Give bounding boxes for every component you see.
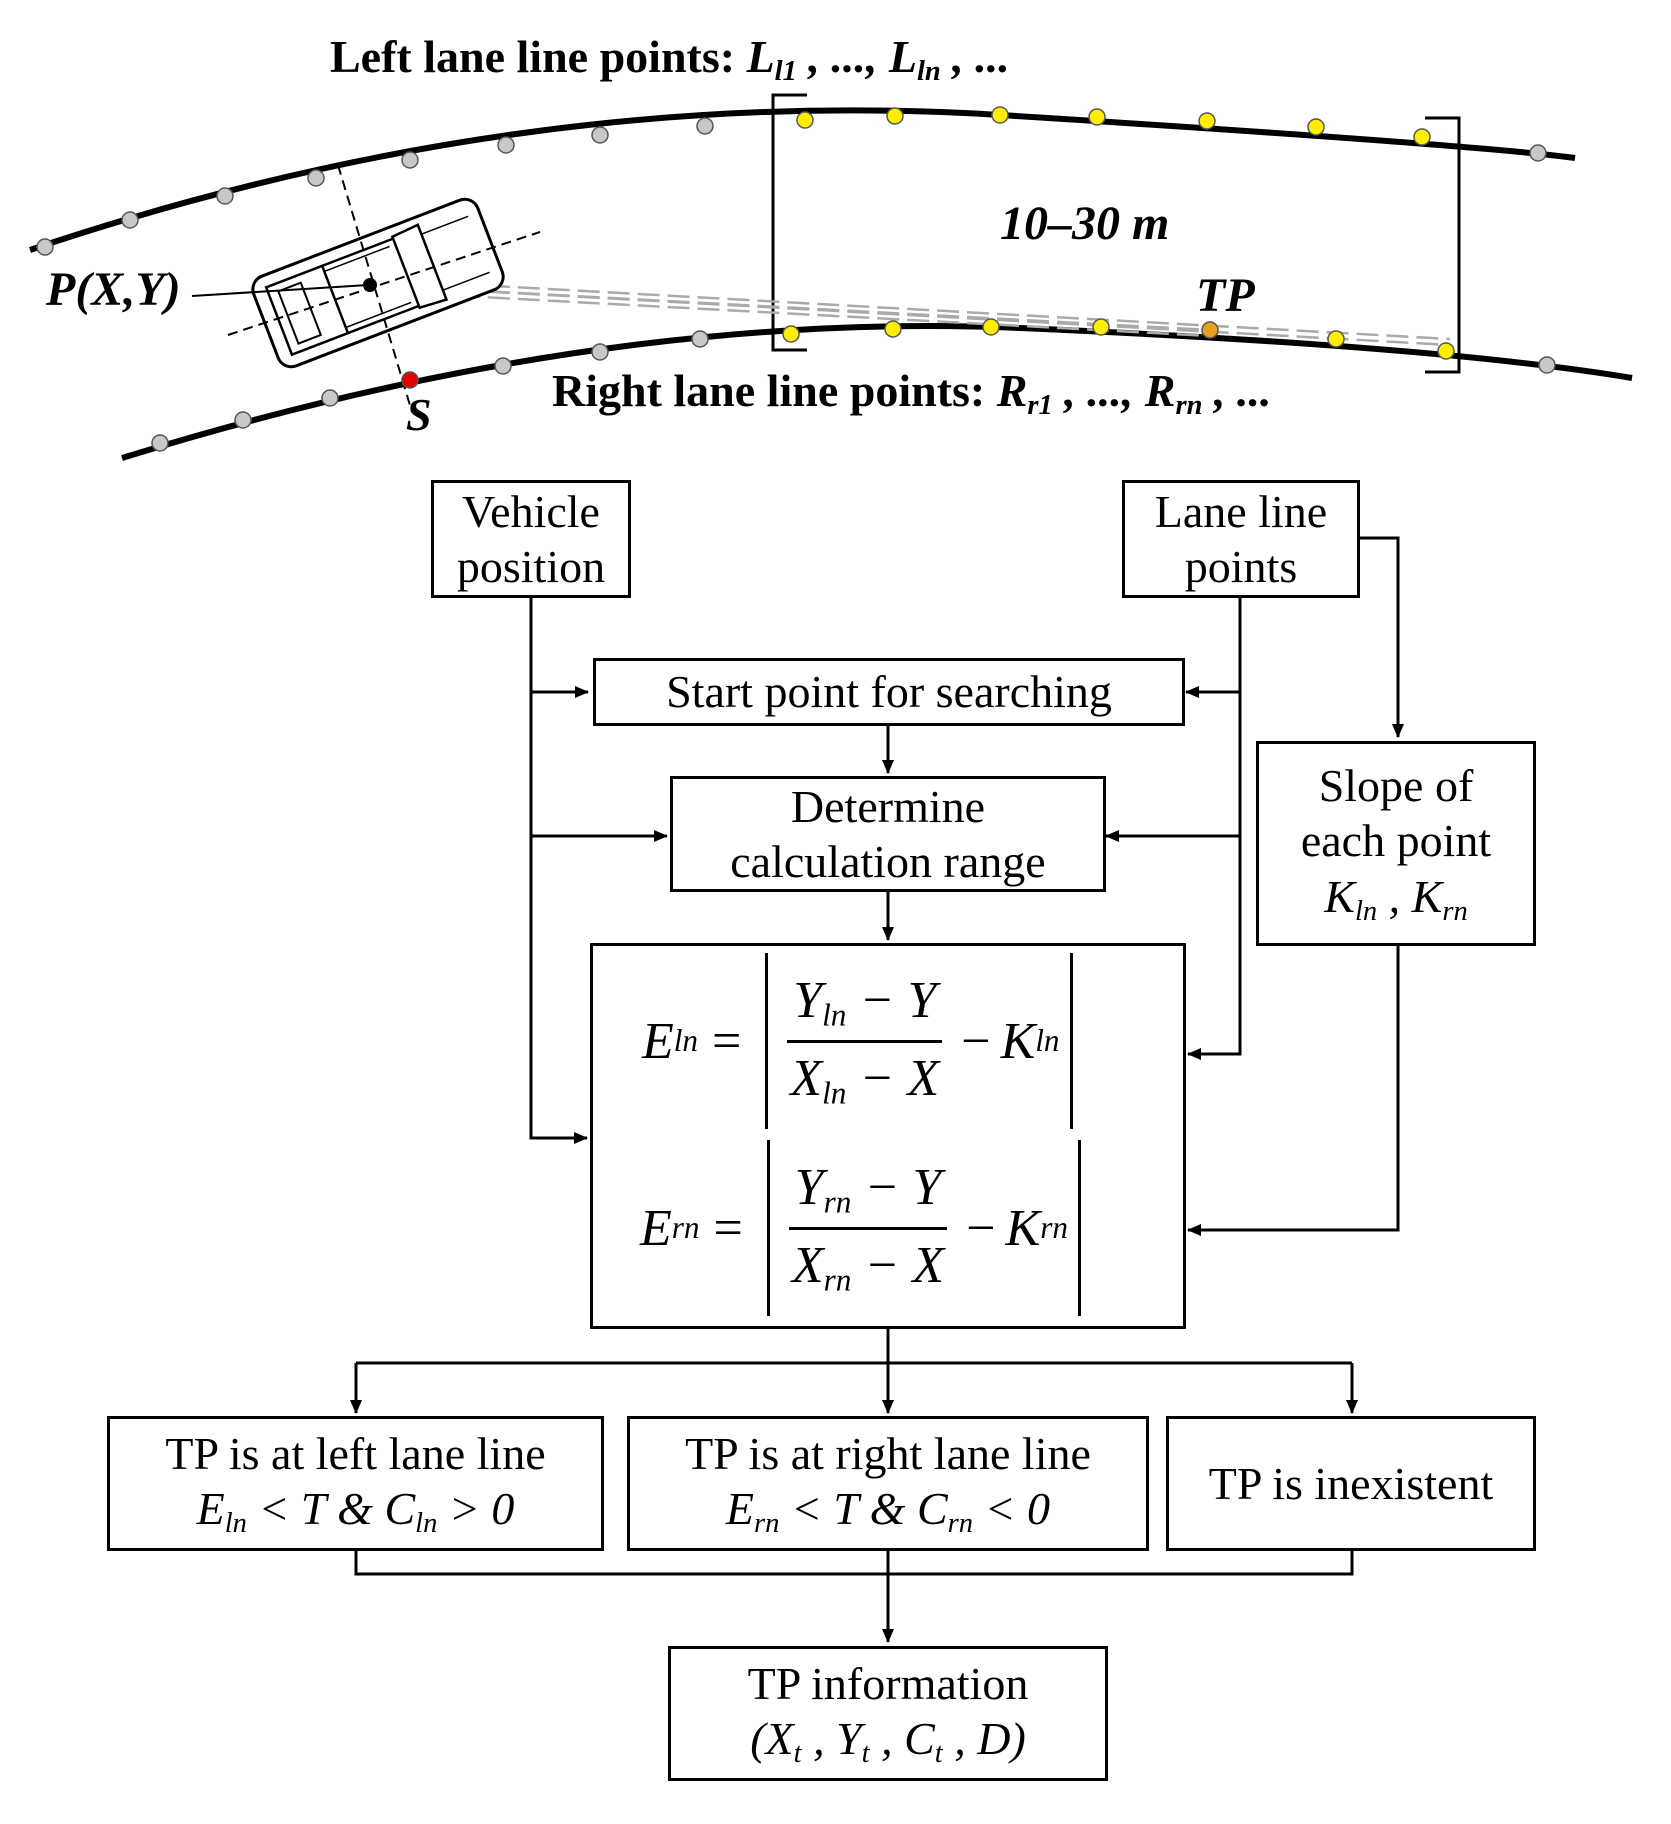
sight-lines <box>367 277 1451 347</box>
vehicle-position-label: P(X,Y) <box>46 263 181 316</box>
left-lane-point <box>121 211 139 229</box>
right-lane-point <box>884 320 902 338</box>
left-lane-point <box>216 187 234 205</box>
right-lane-point <box>1437 342 1455 360</box>
right-lane-point <box>151 434 169 452</box>
left-lane-point <box>497 136 515 154</box>
left-lane-point <box>696 117 714 135</box>
range-label: 10–30 m <box>1000 197 1170 250</box>
left-lane-label: Left lane line points: Ll1 , ..., Lln , … <box>330 31 1010 87</box>
tp-left-box: TP is at left lane line Eln < T & Cln > … <box>107 1416 604 1551</box>
left-lane-point <box>796 111 814 129</box>
range-bracket <box>771 93 1461 374</box>
left-lane-point <box>1529 144 1547 162</box>
left-lane-point <box>591 126 609 144</box>
left-lane-point <box>307 169 325 187</box>
right-lane-point <box>691 330 709 348</box>
right-lane-point <box>1092 318 1110 336</box>
vehicle <box>251 197 505 369</box>
right-lane-point <box>591 343 609 361</box>
right-lane-point <box>234 411 252 429</box>
right-lane-point <box>982 318 1000 336</box>
tp-label: TP <box>1196 269 1255 322</box>
left-lane-point <box>886 107 904 125</box>
left-lane-points <box>36 106 1547 256</box>
vehicle-label-leader <box>191 284 369 297</box>
right-lane-point <box>494 357 512 375</box>
start-point-label: S <box>406 389 432 440</box>
tp-inexistent-box: TP is inexistent <box>1166 1416 1536 1551</box>
right-lane-points <box>151 318 1556 452</box>
right-lane-label: Right lane line points: Rr1 , ..., Rrn ,… <box>552 365 1272 421</box>
right-lane-point <box>1327 330 1345 348</box>
right-lane-point <box>321 389 339 407</box>
left-lane-point <box>1307 118 1325 136</box>
start-point-box: Start point for searching <box>593 658 1185 726</box>
left-lane-point <box>36 238 54 256</box>
start-point-s <box>401 371 419 389</box>
tp-right-box: TP is at right lane line Ern < T & Crn <… <box>627 1416 1149 1551</box>
right-lane-line <box>121 323 1633 461</box>
vehicle-center-point <box>363 278 377 292</box>
right-lane-point <box>1538 356 1556 374</box>
left-lane-line <box>29 107 1576 253</box>
left-lane-point <box>1088 108 1106 126</box>
left-lane-point <box>991 106 1009 124</box>
right-lane-point <box>782 325 800 343</box>
left-lane-point <box>1413 128 1431 146</box>
left-lane-point <box>401 151 419 169</box>
tangent-point-tp <box>1201 321 1219 339</box>
tp-information-box: TP information (Xt , Yt , Ct , D) <box>668 1646 1108 1781</box>
left-lane-point <box>1198 112 1216 130</box>
error-equation-box <box>590 943 1186 1329</box>
